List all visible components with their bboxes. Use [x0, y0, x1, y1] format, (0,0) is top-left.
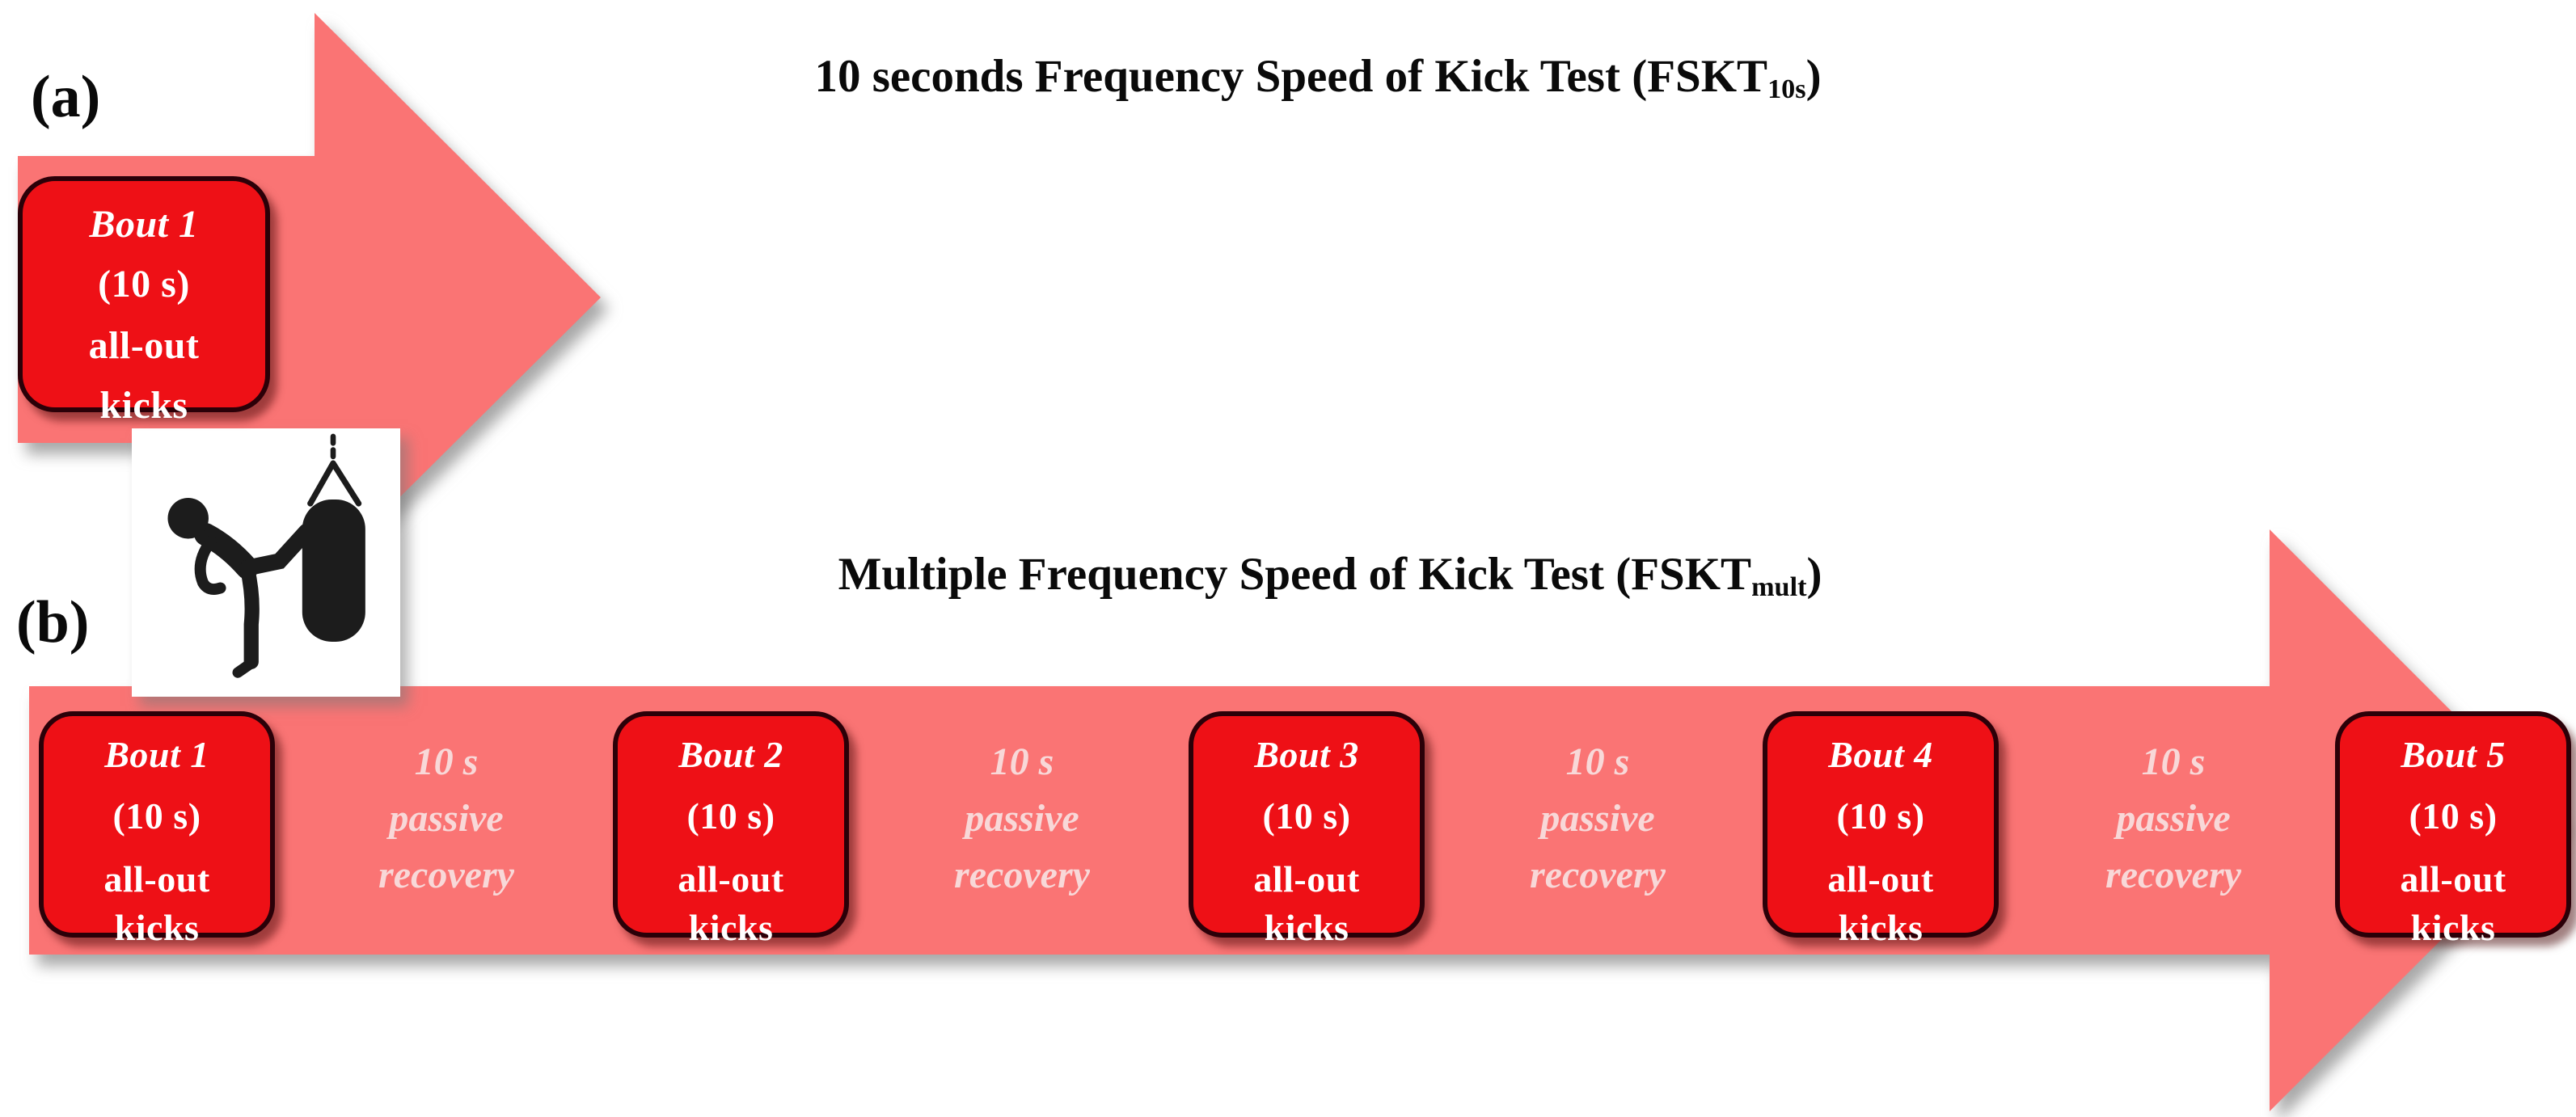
recovery-line1: 10 s [990, 740, 1054, 783]
section-a-title-subscript: 10s [1767, 74, 1806, 104]
section-b-title-subscript: mult [1751, 571, 1807, 602]
recovery-line3: recovery [954, 854, 1090, 896]
recovery-label-1: 10 s passive recovery [268, 734, 624, 904]
bout-box-b4: Bout 4 (10 s) all-out kicks [1763, 711, 1999, 948]
bout-line3: all-out [2400, 858, 2506, 900]
bout-name: Bout 2 [678, 734, 783, 775]
kick-punching-bag-icon [132, 428, 400, 697]
bout-name: Bout 4 [1828, 734, 1933, 775]
section-a-label: (a) [31, 64, 101, 130]
section-b-title-text: Multiple Frequency Speed of Kick Test (F… [838, 549, 1752, 600]
bout-box-b3: Bout 3 (10 s) all-out kicks [1189, 711, 1425, 948]
bout-duration: (10 s) [2409, 795, 2498, 837]
bout-name: Bout 3 [1254, 734, 1359, 775]
bout-duration: (10 s) [1262, 795, 1351, 837]
section-b-title: Multiple Frequency Speed of Kick Test (F… [675, 548, 1985, 602]
section-b-title-close: ) [1806, 549, 1822, 600]
bout-line4: kicks [114, 907, 200, 948]
bout-line4: kicks [688, 907, 774, 948]
recovery-line1: 10 s [2141, 740, 2206, 783]
recovery-line3: recovery [378, 854, 514, 896]
recovery-line3: recovery [1530, 854, 1666, 896]
bout-duration: (10 s) [112, 795, 201, 837]
section-b-label: (b) [16, 589, 90, 655]
recovery-line2: passive [965, 797, 1079, 840]
section-a-title-text: 10 seconds Frequency Speed of Kick Test … [814, 51, 1768, 102]
bout-duration: (10 s) [98, 263, 190, 306]
section-a-title-close: ) [1805, 51, 1822, 102]
bout-box-b1: Bout 1 (10 s) all-out kicks [39, 711, 275, 948]
section-a-title: 10 seconds Frequency Speed of Kick Test … [663, 50, 1973, 104]
bout-line4: kicks [1264, 907, 1349, 948]
recovery-line2: passive [1540, 797, 1655, 840]
bout-line3: all-out [88, 324, 200, 367]
recovery-label-3: 10 s passive recovery [1420, 734, 1776, 904]
recovery-label-4: 10 s passive recovery [1995, 734, 2351, 904]
bout-box-b2: Bout 2 (10 s) all-out kicks [613, 711, 849, 948]
bout-line4: kicks [2410, 907, 2496, 948]
recovery-line2: passive [2116, 797, 2231, 840]
bout-line3: all-out [1827, 858, 1934, 900]
bout-line4: kicks [1838, 907, 1924, 948]
bout-duration: (10 s) [686, 795, 775, 837]
bout-name: Bout 1 [89, 203, 199, 246]
recovery-line2: passive [389, 797, 504, 840]
bout-duration: (10 s) [1836, 795, 1925, 837]
bout-line3: all-out [103, 858, 210, 900]
bout-name: Bout 5 [2401, 734, 2506, 775]
bout-box-a1: Bout 1 (10 s) all-out kicks [18, 176, 270, 427]
bout-name: Bout 1 [104, 734, 209, 775]
recovery-line1: 10 s [1565, 740, 1630, 783]
bout-box-b5: Bout 5 (10 s) all-out kicks [2335, 711, 2571, 948]
recovery-line1: 10 s [414, 740, 479, 783]
bout-line3: all-out [1253, 858, 1360, 900]
recovery-line3: recovery [2105, 854, 2241, 896]
bout-line3: all-out [678, 858, 784, 900]
recovery-label-2: 10 s passive recovery [844, 734, 1200, 904]
bout-line4: kicks [99, 384, 188, 427]
